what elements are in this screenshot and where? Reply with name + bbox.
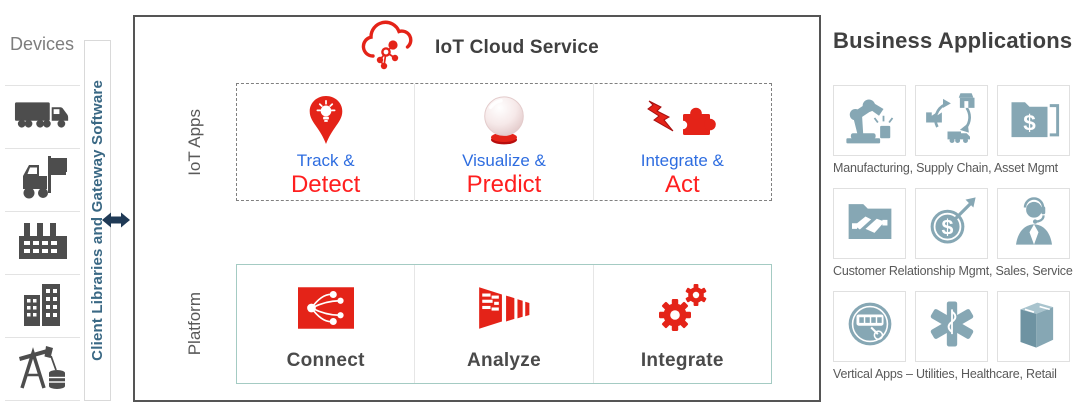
crm-tile: [833, 188, 906, 259]
sales-dollar-target-icon: $: [925, 194, 979, 253]
detect-line: Detect: [290, 170, 361, 198]
sales-tile: $: [915, 188, 988, 259]
predict-line: Predict: [466, 170, 542, 198]
act-line: Act: [664, 170, 700, 198]
business-applications-section: Business Applications: [833, 28, 1079, 394]
cloud-network-icon: [355, 19, 421, 78]
integrate-label: Integrate: [640, 350, 724, 371]
devices-title: Devices: [10, 34, 75, 54]
vertical-apps-caption: Vertical Apps – Utilities, Healthcare, R…: [833, 367, 1057, 381]
manufacturing-caption: Manufacturing, Supply Chain, Asset Mgmt: [833, 161, 1058, 175]
oil-pump-icon: [17, 344, 69, 395]
supply-chain-cycle-icon: [925, 91, 979, 150]
integrate-cell: Integrate: [592, 265, 771, 383]
asset-mgmt-tile: $: [997, 85, 1070, 156]
integrate-gears-icon: [654, 282, 710, 339]
lightning-icon: [646, 99, 676, 146]
visualize-line: Visualize &: [462, 151, 546, 170]
robot-arm-icon: [843, 91, 897, 150]
alert-bulb-pin-icon: [303, 93, 349, 152]
left-right-arrow-icon: [101, 209, 131, 231]
cloud-service-title: IoT Cloud Service: [435, 37, 599, 58]
visualize-predict-cell: Visualize & Predict: [414, 84, 592, 200]
platform-row-label: Platform: [185, 292, 204, 356]
business-row-manufacturing: $: [833, 85, 1079, 156]
devices-column: [5, 85, 80, 401]
business-row-vertical-apps: [833, 291, 1079, 362]
platform-box: Connect: [236, 264, 772, 384]
supply-chain-tile: [915, 85, 988, 156]
track-line: Track &: [296, 151, 355, 170]
retail-tile: [997, 291, 1070, 362]
connect-label: Connect: [286, 350, 365, 371]
track-detect-cell: Track & Detect: [237, 84, 414, 200]
truck-icon: [14, 99, 72, 136]
device-row: [5, 149, 80, 212]
healthcare-tile: [915, 291, 988, 362]
service-agent-headset-icon: [1007, 194, 1061, 253]
device-row: [5, 338, 80, 401]
iot-apps-row-label: IoT Apps: [185, 108, 204, 176]
utility-meter-icon: [843, 297, 897, 356]
service-tile: [997, 188, 1070, 259]
healthcare-star-of-life-icon: [925, 297, 979, 356]
dollar-glyph: $: [1023, 110, 1036, 135]
device-row: [5, 86, 80, 149]
dollar-glyph: $: [941, 216, 953, 240]
analyze-chart-icon: [475, 285, 533, 336]
buildings-icon: [21, 281, 65, 332]
crystal-ball-icon: [477, 94, 531, 151]
iot-apps-box: Track & Detect: [236, 83, 772, 201]
device-row: [5, 212, 80, 275]
utilities-tile: [833, 291, 906, 362]
analyze-cell: Analyze: [414, 265, 592, 383]
retail-books-icon: [1007, 297, 1061, 356]
manufacturing-tile: [833, 85, 906, 156]
asset-folder-dollar-icon: $: [1007, 91, 1061, 150]
business-applications-title: Business Applications: [833, 28, 1073, 53]
crm-caption: Customer Relationship Mgmt, Sales, Servi…: [833, 264, 1073, 278]
device-row: [5, 275, 80, 338]
analyze-label: Analyze: [467, 350, 541, 371]
integrate-line: Integrate &: [640, 151, 724, 170]
forklift-icon: [17, 155, 69, 205]
cloud-header: IoT Cloud Service: [135, 17, 819, 79]
business-row-crm: $: [833, 188, 1079, 259]
connect-network-icon: [297, 286, 354, 334]
integrate-act-cell: Integrate & Act: [592, 84, 771, 200]
factory-icon: [16, 222, 70, 265]
iot-cloud-service-box: IoT Cloud Service IoT Apps: [133, 15, 821, 402]
handshake-folder-icon: [843, 194, 897, 253]
puzzle-piece-icon: [679, 102, 718, 143]
connect-cell: Connect: [237, 265, 414, 383]
